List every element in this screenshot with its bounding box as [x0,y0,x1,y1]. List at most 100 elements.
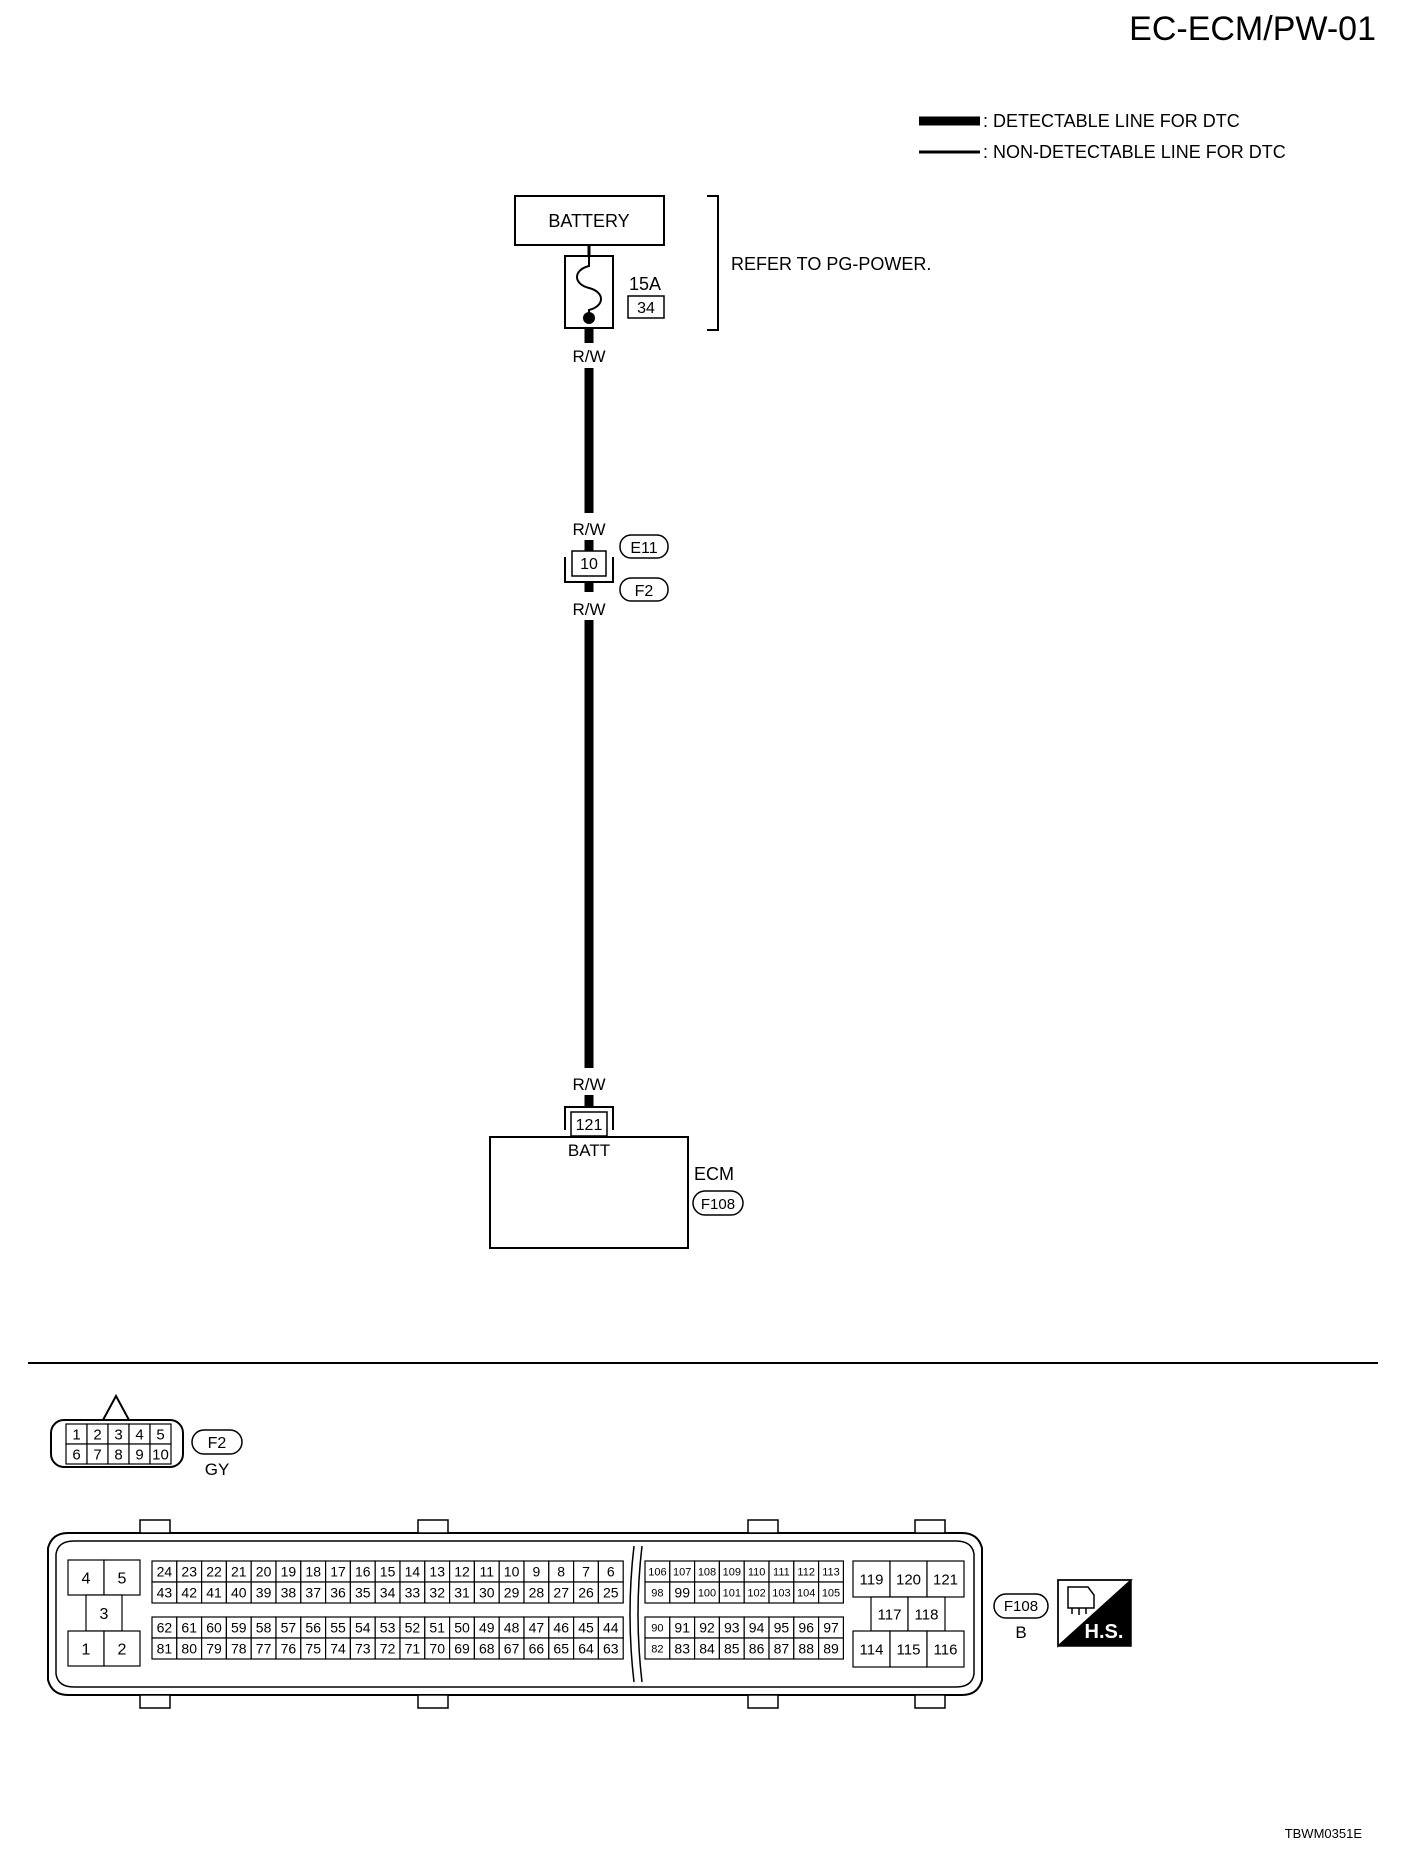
f108-pin-6-label: 6 [607,1564,615,1580]
f108-pin-8-label: 8 [557,1564,565,1580]
f108-pin-9-label: 9 [533,1564,541,1580]
f108-inner-outline [55,1540,975,1688]
f2-pin-5-label: 5 [156,1426,164,1443]
f108-pin-63-label: 63 [603,1641,619,1657]
f108-latch-5 [139,1694,171,1709]
f108-pin-121-label: 121 [933,1571,958,1588]
f108-latch-2 [417,1519,449,1534]
f108-pin-116-cell [926,1630,965,1668]
f2-pin-9-label: 9 [135,1446,143,1463]
f108-pin-99-label: 99 [674,1585,690,1601]
f108-pin-91-label: 91 [674,1620,690,1636]
f108-pin-2-label: 2 [118,1641,127,1658]
f2-pin-4-label: 4 [135,1426,143,1443]
f108-pin-107-label: 107 [673,1566,691,1578]
f108-pin-53-label: 53 [380,1620,396,1636]
f108-pin-41-label: 41 [206,1585,222,1601]
f108-pin-54-label: 54 [355,1620,371,1636]
f108-pin-39-label: 39 [256,1585,272,1601]
f108-pin-7-label: 7 [582,1564,590,1580]
f108-pin-22-label: 22 [206,1564,222,1580]
f108-pin-92-label: 92 [699,1620,715,1636]
f108-pin-104-label: 104 [797,1587,815,1599]
f108-pin-64-label: 64 [578,1641,594,1657]
f108-latch-1 [139,1519,171,1534]
f108-pin-5-label: 5 [118,1570,127,1587]
f108-pin-3-label: 3 [100,1606,109,1623]
f108-pin-82-label: 82 [651,1643,663,1655]
f108-pin-72-label: 72 [380,1641,396,1657]
f2-badge [191,1429,243,1455]
connector-e11-label: E11 [630,540,657,557]
f108-pin-118-label: 118 [915,1606,939,1623]
connector-f2-badge [619,577,669,602]
f108-pin-103-label: 103 [772,1587,790,1599]
f108-pin-16-label: 16 [355,1564,371,1580]
f2-pin-10-cell [149,1443,172,1465]
f2-pin-1-label: 1 [72,1426,80,1443]
f108-pin-31-label: 31 [454,1585,470,1601]
f108-latch-6 [417,1694,449,1709]
f108-pin-94-label: 94 [749,1620,765,1636]
f108-pin-44-label: 44 [603,1620,619,1636]
hs-label: H.S. [1085,1621,1124,1643]
f2-id-label: F2 [208,1435,227,1452]
f108-pin-55-label: 55 [330,1620,346,1636]
wire-color-label-3: R/W [572,600,605,619]
f108-pin-37-label: 37 [305,1585,321,1601]
f108-pin-30-label: 30 [479,1585,495,1601]
wire-color-label-1: R/W [572,347,605,366]
f108-pin-25-cell [597,1581,624,1604]
f108-pin-111-label: 111 [773,1566,790,1578]
f2-pin-10-label: 10 [152,1446,169,1463]
f108-pin-42-label: 42 [181,1585,197,1601]
f108-pin-115-label: 115 [897,1641,921,1658]
f108-badge [993,1593,1049,1619]
f108-pin-85-label: 85 [724,1641,740,1657]
ecm-connector-badge [692,1190,744,1216]
f108-latch-3 [747,1519,779,1534]
f108-pin-10-label: 10 [504,1564,520,1580]
f108-pin-43-label: 43 [157,1585,173,1601]
f108-pin-4-label: 4 [82,1570,91,1587]
f2-face-outline [50,1419,184,1468]
f108-pin-116-label: 116 [934,1641,958,1658]
ecm-connector-bracket [564,1106,614,1130]
f108-pin-105-label: 105 [822,1587,840,1599]
f108-pin-32-label: 32 [429,1585,445,1601]
connector-e11-badge [619,534,669,559]
f108-pin-75-label: 75 [305,1641,321,1657]
f108-pin-3-cell [85,1594,123,1632]
page-title: EC-ECM/PW-01 [1129,10,1376,48]
fuse-rating: 15A [629,274,661,294]
f108-pin-120-label: 120 [896,1571,921,1588]
f2-pin-6-label: 6 [72,1446,80,1463]
f108-pin-102-label: 102 [747,1587,765,1599]
fuse-number-box [627,295,665,319]
f108-id-label: F108 [1004,1598,1038,1615]
f108-pin-89-label: 89 [823,1641,839,1657]
hs-icon-outline [1057,1579,1132,1647]
f108-pin-49-label: 49 [479,1620,495,1636]
f108-pin-110-label: 110 [748,1566,766,1578]
f108-pin-56-label: 56 [305,1620,321,1636]
f108-pin-20-label: 20 [256,1564,272,1580]
ecm-pin-number: 121 [576,1117,603,1134]
f108-latch-8 [914,1694,946,1709]
f108-pin-1-cell [67,1630,105,1667]
f108-pin-19-label: 19 [281,1564,297,1580]
f108-pin-79-label: 79 [206,1641,222,1657]
f2-pin-2-label: 2 [93,1426,101,1443]
f2-pin-7-label: 7 [93,1446,101,1463]
f108-outline [47,1532,983,1696]
f108-pin-46-label: 46 [553,1620,569,1636]
f108-pin-52-label: 52 [405,1620,421,1636]
f2-key-triangle [102,1393,130,1421]
refer-note: REFER TO PG-POWER. [731,254,931,274]
f108-pin-112-label: 112 [797,1566,815,1578]
f108-pin-78-label: 78 [231,1641,247,1657]
fuse-number: 34 [637,300,655,317]
f108-pin-47-label: 47 [529,1620,545,1636]
